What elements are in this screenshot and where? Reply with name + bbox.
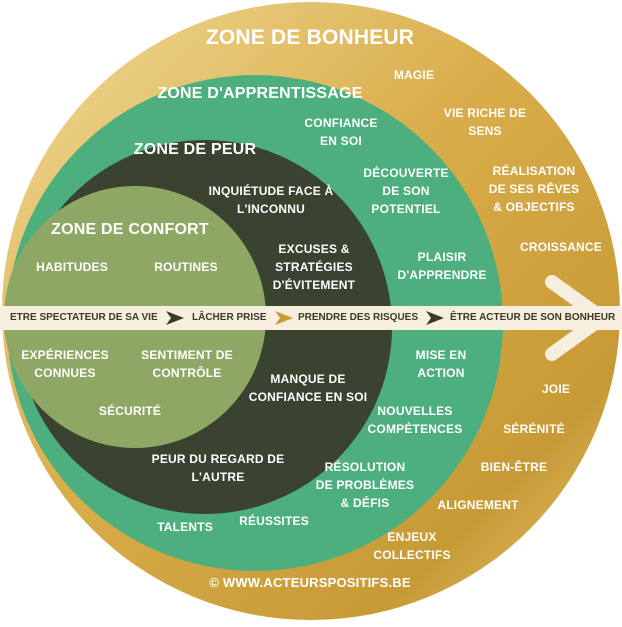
apprentissage-item: MISE EN ACTION [415, 348, 467, 380]
band-step: LÂCHER PRISE [192, 312, 267, 323]
apprentissage-item: RÉUSSITES [239, 514, 309, 528]
bonheur-item: ALIGNEMENT [437, 498, 519, 512]
bonheur-item: ENJEUX COLLECTIFS [373, 530, 451, 562]
bonheur-item: SÉRÉNITÉ [503, 422, 565, 436]
bonheur-item: RÉALISATION DE SES RÊVES & OBJECTIFS [488, 164, 580, 214]
bonheur-item: VIE RICHE DE SENS [443, 106, 527, 138]
peur-item: MANQUE DE CONFIANCE EN SOI [248, 372, 368, 404]
band-arrow-3 [426, 311, 444, 325]
confort-item: SÉCURITÉ [98, 404, 162, 418]
bonheur-item: BIEN-ÊTRE [480, 460, 548, 474]
peur-item: INQUIÉTUDE FACE À L'INCONNU [208, 184, 334, 216]
bonheur-item: CROISSANCE [519, 240, 602, 254]
zone-peur-title: ZONE DE PEUR [133, 141, 257, 158]
bonheur-item: JOIE [541, 382, 571, 396]
band-arrow-2 [275, 311, 293, 325]
zone-apprentissage-title: ZONE D'APPRENTISSAGE [157, 85, 363, 102]
confort-item: EXPÉRIENCES CONNUES [21, 348, 109, 380]
zone-confort-title: ZONE DE CONFORT [51, 221, 209, 238]
confort-item: ROUTINES [154, 260, 218, 274]
progression-band-labels: ETRE SPECTATEUR DE SA VIE LÂCHER PRISE P… [0, 306, 622, 330]
band-step: ÊTRE ACTEUR DE SON BONHEUR [450, 312, 616, 323]
big-arrow-icon [545, 275, 609, 361]
progression-band [0, 306, 622, 330]
confort-item: HABITUDES [36, 260, 108, 274]
peur-item: EXCUSES & STRATÉGIES D'ÉVITEMENT [272, 242, 356, 292]
zone-bonheur-title: ZONE DE BONHEUR [205, 26, 415, 49]
apprentissage-item: DÉCOUVERTE DE SON POTENTIEL [363, 166, 449, 216]
bonheur-item: MAGIE [393, 68, 435, 82]
band-step: PRENDRE DES RISQUES [298, 312, 419, 323]
apprentissage-item: NOUVELLES COMPÉTENCES [367, 404, 463, 436]
apprentissage-item: PLAISIR D'APPRENDRE [397, 250, 487, 282]
apprentissage-item: TALENTS [157, 520, 213, 534]
peur-item: PEUR DU REGARD DE L'AUTRE [151, 452, 285, 484]
apprentissage-item: RÉSOLUTION DE PROBLÈMES & DÉFIS [315, 460, 415, 510]
apprentissage-item: CONFIANCE EN SOI [304, 116, 378, 148]
band-step: ETRE SPECTATEUR DE SA VIE [10, 312, 158, 323]
confort-item: SENTIMENT DE CONTRÔLE [141, 348, 233, 380]
copyright-footer: © WWW.ACTEURSPOSITIFS.BE [209, 575, 411, 590]
band-arrow-1 [166, 311, 184, 325]
